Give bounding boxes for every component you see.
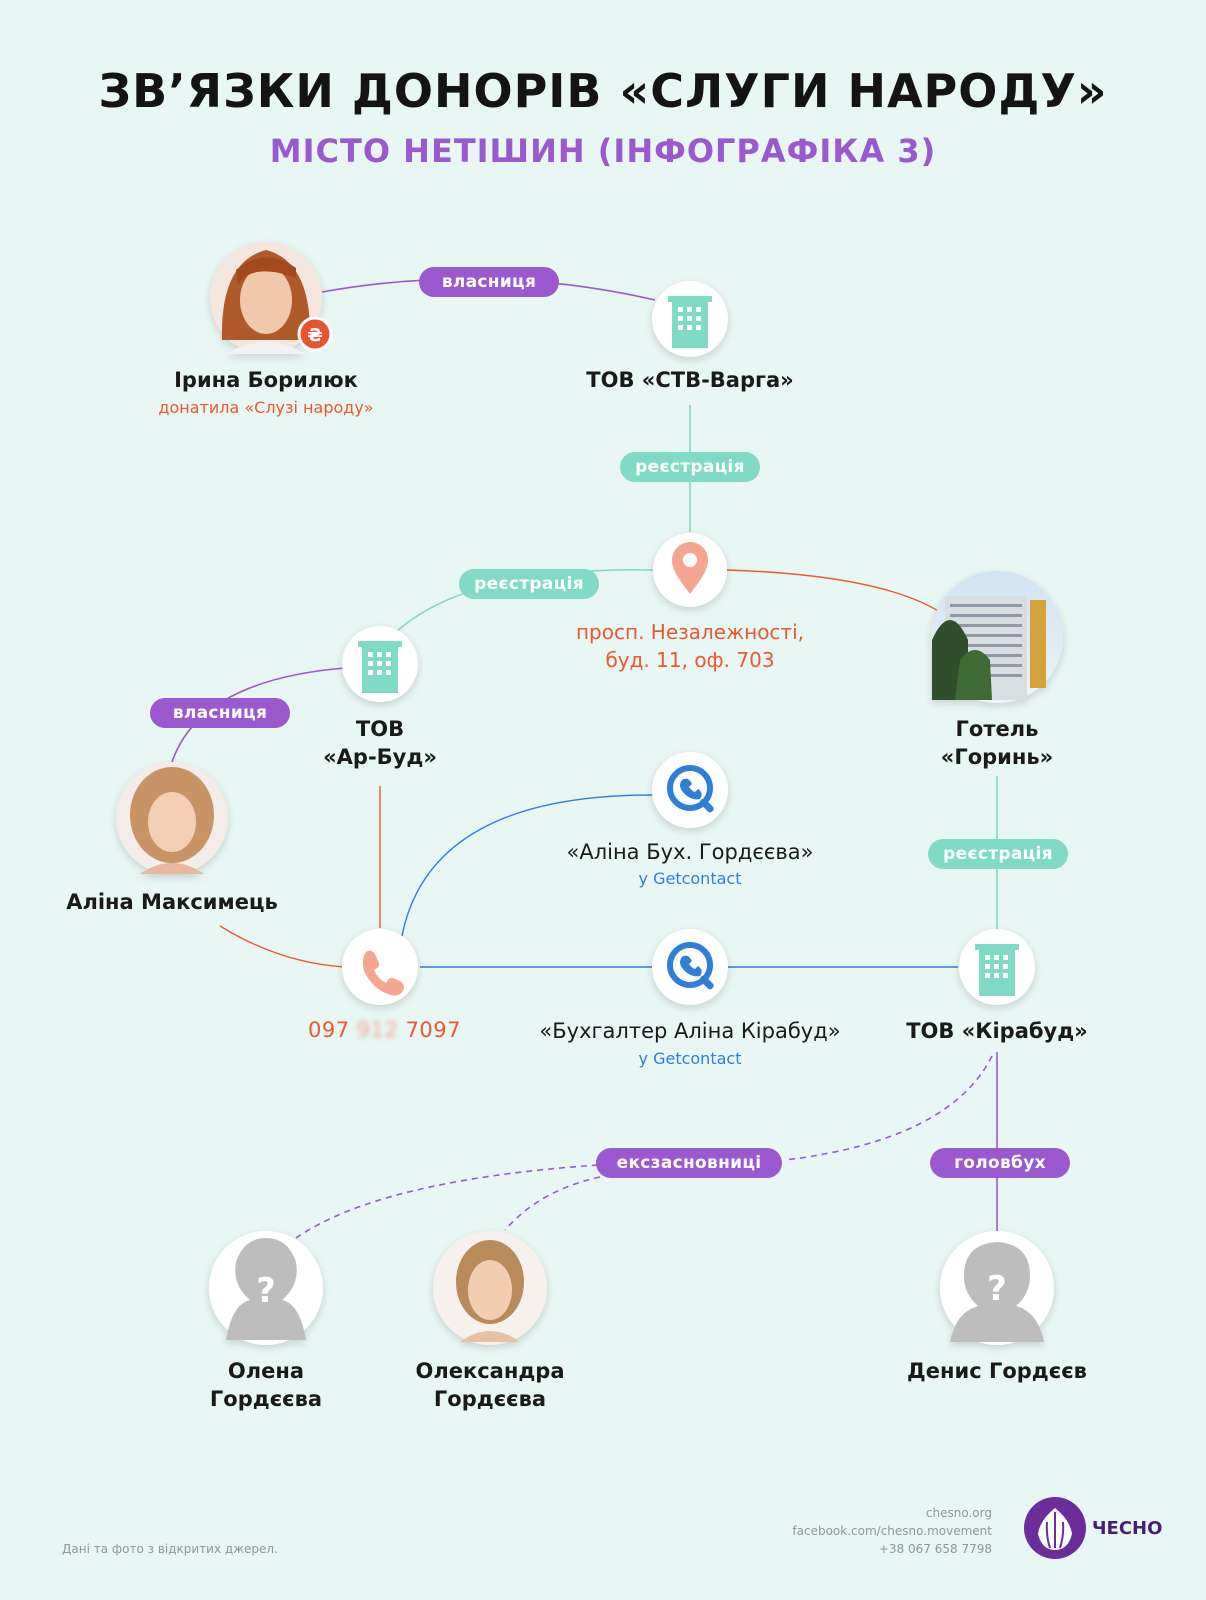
relation-owner-alina: власниця — [150, 698, 290, 728]
olena-name: Олена Гордєєва — [209, 1359, 323, 1411]
oleksandra-photo — [433, 1231, 547, 1345]
iryna-note: донатила «Слузі народу» — [158, 398, 374, 417]
link-alina-phone — [219, 925, 346, 968]
relation-registration-arbud: реєстрація — [459, 569, 599, 599]
stv-building-icon — [652, 281, 728, 357]
relation-registration-hotel: реєстрація — [928, 839, 1068, 869]
getcontact-icon-1 — [652, 752, 728, 828]
alina-maksymets-name: Аліна Максимець — [66, 890, 278, 914]
footer-site-link[interactable]: chesno.org — [925, 1506, 992, 1520]
link-arbud-alina — [171, 667, 346, 763]
footer-phone: +38 067 658 7798 — [878, 1542, 992, 1556]
hryvnia-badge-icon: ₴ — [297, 316, 333, 352]
svg-text:₴: ₴ — [307, 325, 322, 346]
phone-hidden-digits: 912 — [356, 1018, 399, 1042]
hotel-name: Готель «Горинь» — [940, 717, 1054, 769]
phone-number: 097 912 7097 — [308, 1018, 461, 1042]
kirabud-building-icon — [959, 929, 1035, 1005]
denys-unknown-person-icon: ? — [940, 1231, 1054, 1345]
relation-excofounders: ексзасновниці — [596, 1148, 782, 1178]
hotel-photo — [931, 571, 1063, 703]
getcontact-icon-2 — [652, 929, 728, 1005]
relation-owner-iryna: власниця — [419, 267, 559, 297]
olena-unknown-person-icon: ? — [209, 1231, 323, 1345]
link-excofounders-oleksandra — [504, 1176, 601, 1231]
relation-chief-accountant: головбух — [930, 1148, 1070, 1178]
footer-contacts: chesno.org facebook.com/chesno.movement … — [740, 1504, 992, 1558]
oleksandra-name: Олександра Гордєєва — [415, 1359, 565, 1411]
link-address-hotel — [726, 569, 941, 613]
arbud-name: ТОВ «Ар-Буд» — [323, 717, 437, 769]
stv-varga-name: ТОВ «СТВ-Варга» — [586, 368, 794, 392]
phone-suffix: 7097 — [405, 1018, 462, 1042]
location-pin-icon — [653, 533, 727, 607]
iryna-photo — [210, 242, 322, 354]
page-subtitle: МІСТО НЕТІШИН (ІНФОГРАФІКА 3) — [269, 132, 937, 170]
svg-text:?: ? — [987, 1269, 1007, 1309]
phone-icon — [342, 929, 418, 1005]
alina-maksymets-photo — [116, 762, 228, 874]
getcontact-2-name: «Бухгалтер Аліна Кірабуд» — [539, 1019, 841, 1043]
page-title: ЗВ’ЯЗКИ ДОНОРІВ «СЛУГИ НАРОДУ» — [98, 64, 1108, 118]
getcontact-1-note: у Getcontact — [638, 869, 742, 888]
arbud-building-icon — [342, 626, 418, 702]
link-excofounders-olena — [295, 1164, 599, 1239]
link-phone-gc1 — [401, 794, 653, 937]
chesno-logo-icon — [1024, 1497, 1086, 1559]
phone-prefix: 097 — [308, 1018, 350, 1042]
getcontact-2-note: у Getcontact — [638, 1049, 742, 1068]
footer-facebook-link[interactable]: facebook.com/chesno.movement — [792, 1524, 992, 1538]
denys-name: Денис Гордєєв — [907, 1359, 1087, 1383]
svg-text:?: ? — [256, 1271, 276, 1311]
address-text: просп. Незалежності, буд. 11, оф. 703 — [575, 620, 804, 672]
link-kirabud-excofounders — [784, 1055, 993, 1161]
iryna-name: Ірина Борилюк — [174, 368, 358, 392]
chesno-logo-text: ЧЕСНО — [1092, 1518, 1163, 1539]
relation-registration-stv: реєстрація — [620, 452, 760, 482]
getcontact-1-name: «Аліна Бух. Гордєєва» — [566, 840, 814, 864]
footer-source-note: Дані та фото з відкритих джерел. — [62, 1542, 278, 1556]
kirabud-name: ТОВ «Кірабуд» — [906, 1019, 1088, 1043]
